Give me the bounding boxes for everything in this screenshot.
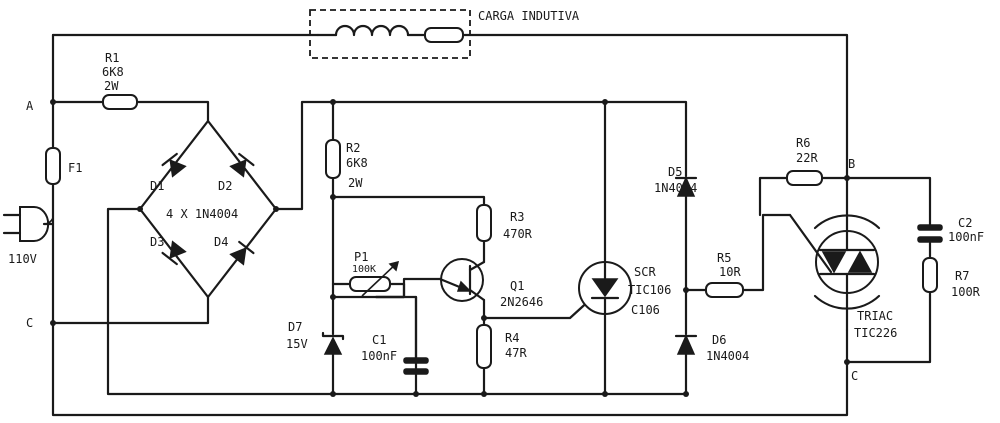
- resistor-r5: [705, 282, 744, 298]
- r5-value: 10R: [719, 265, 741, 279]
- fuse-label: F1: [68, 161, 82, 175]
- junction-dots: [50, 99, 850, 397]
- bridge-label: 4 X 1N4004: [166, 207, 238, 221]
- q1-ref: Q1: [510, 279, 524, 293]
- triac: [788, 213, 881, 310]
- r1-value: 6K8: [102, 65, 124, 79]
- ujt-q1: [438, 258, 486, 302]
- mains-plug-icon: [2, 206, 55, 242]
- resistor-r1: [102, 94, 138, 110]
- resistor-r6: [786, 170, 823, 186]
- resistor-r2: [325, 139, 341, 179]
- scr-thyristor: [578, 260, 632, 316]
- r2-value: 6K8: [346, 156, 368, 170]
- d7-ref: D7: [288, 320, 302, 334]
- r5-ref: R5: [717, 251, 731, 265]
- r1-ref: R1: [105, 51, 119, 65]
- resistor-r4: [476, 324, 492, 369]
- q1-part: 2N2646: [500, 295, 543, 309]
- c1-ref: C1: [372, 333, 386, 347]
- inductor-coil: [334, 24, 410, 37]
- diode-d5: [674, 176, 698, 197]
- node-c-right: C: [851, 369, 858, 383]
- scr-part1: TIC106: [628, 283, 671, 297]
- node-c-left: C: [26, 316, 33, 330]
- zener-d7: [321, 331, 345, 355]
- p1-ref: P1: [354, 250, 368, 264]
- diode-d1: [161, 152, 187, 178]
- r3-ref: R3: [510, 210, 524, 224]
- p1-value: 100K: [352, 264, 376, 275]
- capacitor-c2: [917, 224, 943, 243]
- load-resistance: [424, 27, 464, 43]
- d3-label: D3: [150, 235, 164, 249]
- r1-power: 2W: [104, 79, 119, 93]
- scr-part2: C106: [631, 303, 660, 317]
- diode-d3: [161, 240, 187, 266]
- triac-part: TIC226: [854, 326, 897, 340]
- inductive-load: [309, 9, 471, 59]
- r6-value: 22R: [796, 151, 818, 165]
- d5-part: 1N4004: [654, 181, 697, 195]
- r7-value: 100R: [951, 285, 981, 299]
- c1-value: 100nF: [361, 349, 397, 363]
- d2-label: D2: [218, 179, 232, 193]
- resistor-r7: [922, 257, 938, 293]
- c2-value: 100nF: [948, 230, 984, 244]
- diode-d6: [674, 334, 698, 355]
- d4-label: D4: [214, 235, 228, 249]
- fuse-f1: [45, 147, 61, 185]
- d6-part: 1N4004: [706, 349, 749, 363]
- r4-ref: R4: [505, 331, 519, 345]
- r2-power: 2W: [348, 176, 363, 190]
- d1-label: D1: [150, 179, 164, 193]
- potentiometer-p1: [349, 260, 400, 297]
- r3-value: 470R: [503, 227, 533, 241]
- diode-d4: [229, 240, 255, 266]
- node-a: A: [26, 99, 34, 113]
- r2-ref: R2: [346, 141, 360, 155]
- mains-voltage: 110V: [8, 252, 37, 266]
- load-label: CARGA INDUTIVA: [478, 9, 580, 23]
- d5-ref: D5: [668, 165, 682, 179]
- d7-value: 15V: [286, 337, 308, 351]
- c2-ref: C2: [958, 216, 972, 230]
- capacitor-c1: [403, 295, 429, 375]
- triac-ref: TRIAC: [857, 309, 893, 323]
- node-b: B: [848, 157, 855, 171]
- r7-ref: R7: [955, 269, 969, 283]
- resistor-r3: [476, 204, 492, 242]
- scr-ref: SCR: [634, 265, 656, 279]
- diode-d2: [229, 152, 255, 178]
- d6-ref: D6: [712, 333, 726, 347]
- r6-ref: R6: [796, 136, 810, 150]
- r4-value: 47R: [505, 346, 527, 360]
